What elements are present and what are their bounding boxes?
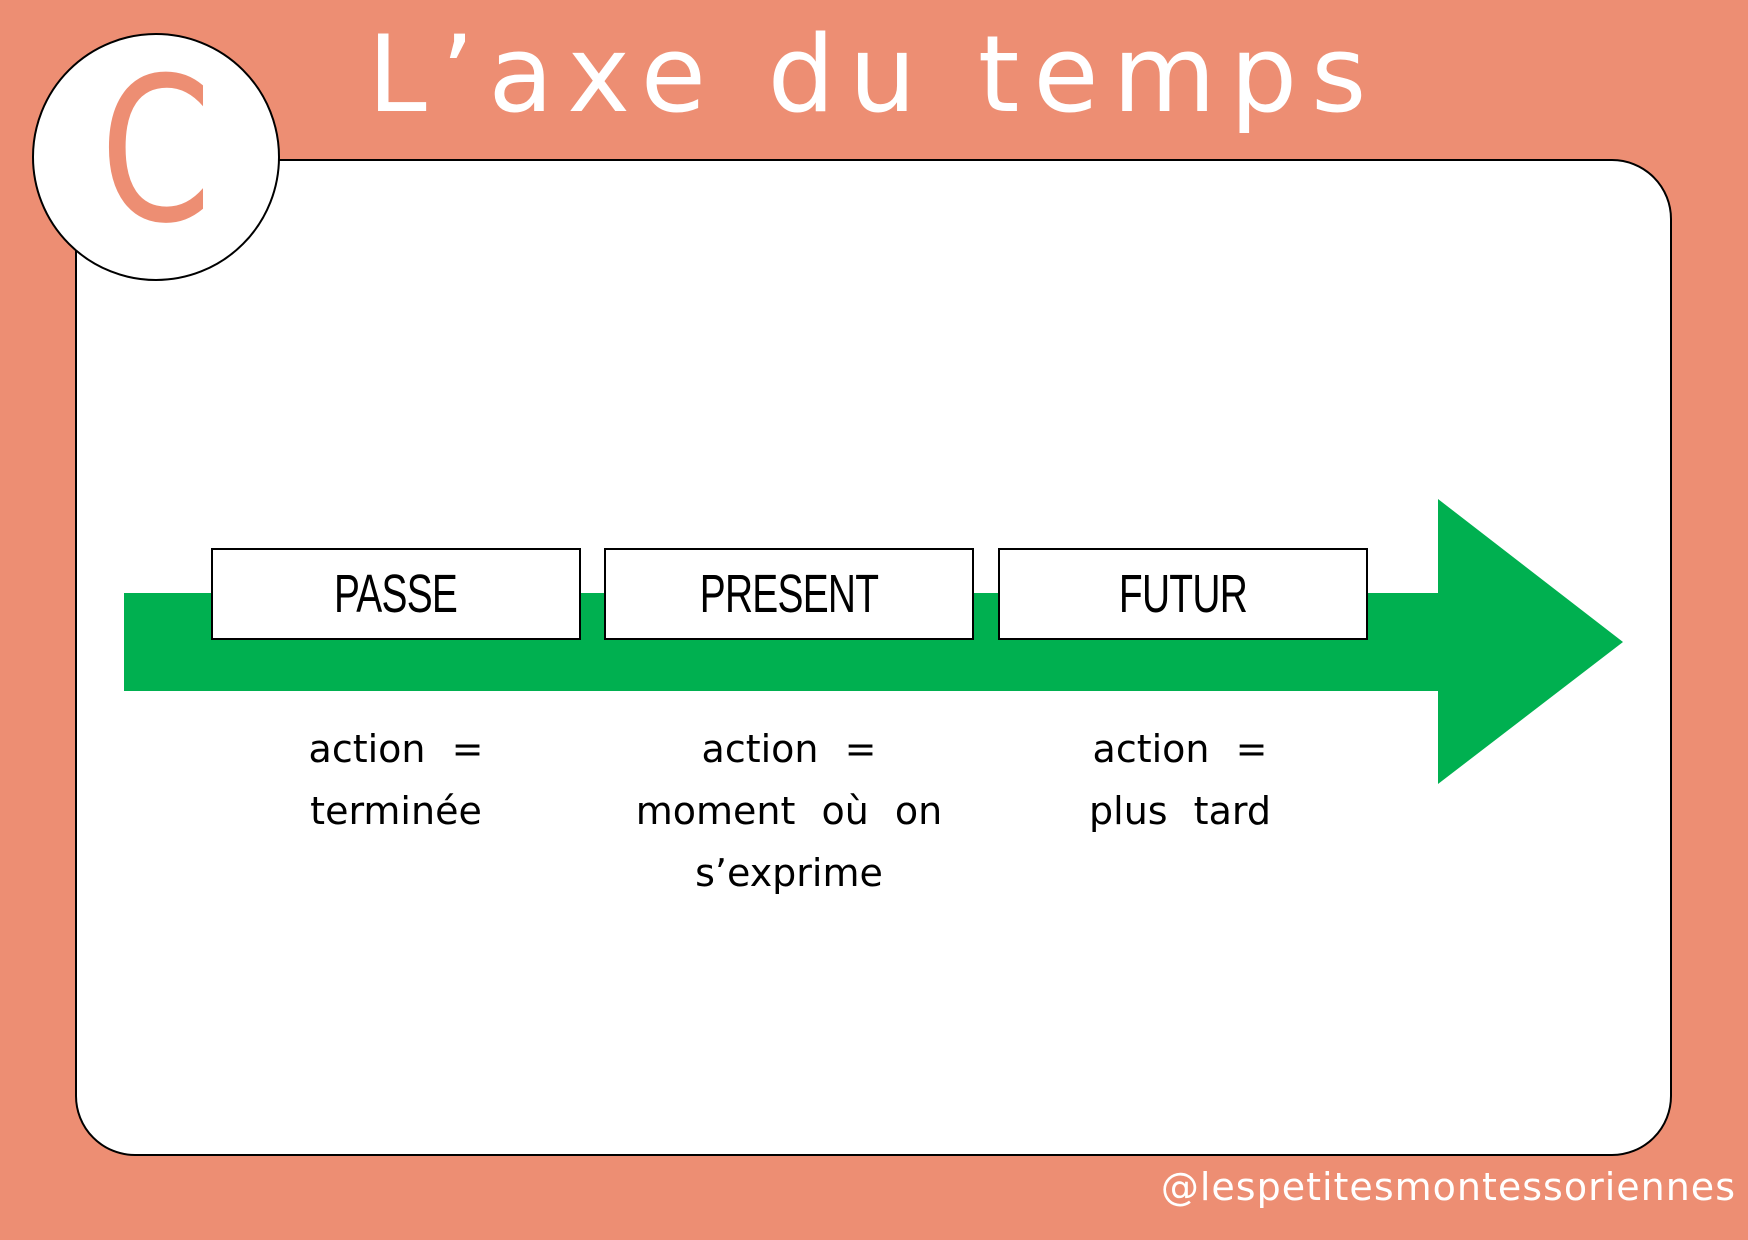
timeline-description-present: action = moment où on s’exprime — [579, 718, 999, 904]
watermark: @lespetitesmontessoriennes — [1160, 1165, 1736, 1209]
timeline-label: PASSE — [334, 564, 458, 624]
timeline-box-present: PRESENT — [604, 548, 974, 640]
description-line: action = — [308, 727, 484, 771]
description-line: terminée — [310, 789, 482, 833]
timeline-label: PRESENT — [699, 564, 879, 624]
badge-letter: C — [100, 35, 212, 268]
page-title: L’axe du temps — [0, 10, 1748, 140]
letter-badge: C — [32, 33, 280, 281]
timeline-description-futur: action = plus tard — [970, 718, 1390, 842]
timeline-label: FUTUR — [1118, 564, 1248, 624]
timeline-box-passe: PASSE — [211, 548, 581, 640]
timeline-description-passe: action = terminée — [186, 718, 606, 842]
page-title-text: L’axe du temps — [367, 13, 1381, 136]
description-line: action = — [701, 727, 877, 771]
description-line: moment où on — [635, 789, 943, 833]
description-line: plus tard — [1089, 789, 1271, 833]
timeline-box-futur: FUTUR — [998, 548, 1368, 640]
timeline-arrow-shape — [124, 499, 1623, 784]
description-line: s’exprime — [695, 851, 883, 895]
description-line: action = — [1092, 727, 1268, 771]
